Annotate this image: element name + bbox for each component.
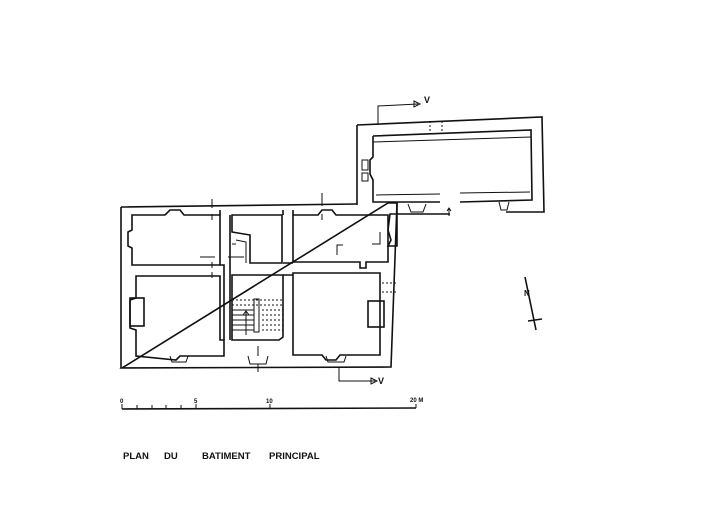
section-label-bottom: V	[378, 376, 384, 386]
title-word: PRINCIPAL	[269, 451, 320, 462]
room-bottom-right	[292, 272, 381, 361]
scale-bar: 0 5 10 20 M	[120, 398, 423, 410]
annex-building	[356, 116, 545, 247]
section-mark-top: V	[377, 95, 430, 125]
scale-tick-5: 5	[194, 399, 198, 405]
plan-title: PLAN DU BATIMENT PRINCIPAL	[123, 451, 320, 462]
annex-outer-wall	[356, 116, 545, 247]
room-top-right	[292, 209, 389, 269]
scale-tick-0: 0	[120, 399, 124, 405]
title-word: DU	[164, 451, 178, 462]
fireplace-right	[367, 300, 385, 328]
section-mark-bottom: V	[338, 368, 384, 386]
title-word: BATIMENT	[202, 451, 251, 462]
stair-treads	[232, 298, 283, 335]
title-word: PLAN	[123, 451, 149, 462]
stair-up-arrow-icon	[242, 310, 250, 335]
room-center-top	[231, 214, 283, 264]
fireplace-left	[129, 297, 145, 327]
main-outer-wall	[119, 202, 398, 369]
main-building	[119, 193, 398, 372]
scale-tick-20m: 20 M	[410, 398, 423, 404]
annex-inner-wall	[369, 129, 533, 203]
north-arrow-icon: N	[524, 276, 543, 331]
scale-tick-10: 10	[266, 399, 273, 405]
north-label: N	[524, 289, 530, 298]
section-label-top: V	[424, 95, 430, 105]
